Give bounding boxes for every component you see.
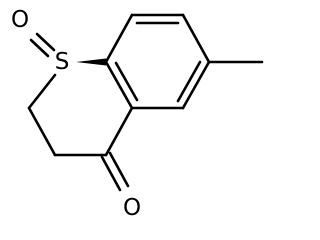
sulfur-atom-label: S xyxy=(55,49,70,75)
bond-c4-c4a xyxy=(104,106,134,157)
bond-c4a-c8a xyxy=(104,60,134,110)
structure-canvas: S O O xyxy=(11,7,264,221)
bond-c4a-c8a-inner xyxy=(114,61,139,102)
bond-c4-o-a xyxy=(100,155,122,192)
bond-c7-c6 xyxy=(181,13,211,64)
wedge-bond-s1-c8a xyxy=(76,58,106,66)
bond-s1-c2 xyxy=(27,73,57,110)
bond-s1-o-b xyxy=(29,38,50,58)
bond-c8a-c8 xyxy=(104,13,134,64)
bond-c2-c3 xyxy=(27,106,57,157)
sulfoxide-oxygen-label: O xyxy=(11,7,29,33)
bond-c6-c5-inner xyxy=(176,60,202,103)
bond-c6-c5 xyxy=(181,60,211,110)
bond-s1-o-a xyxy=(35,32,56,52)
molecule-diagram: S O O xyxy=(11,7,264,221)
ketone-oxygen-label: O xyxy=(123,195,141,221)
bond-c4-o-b xyxy=(108,151,130,188)
